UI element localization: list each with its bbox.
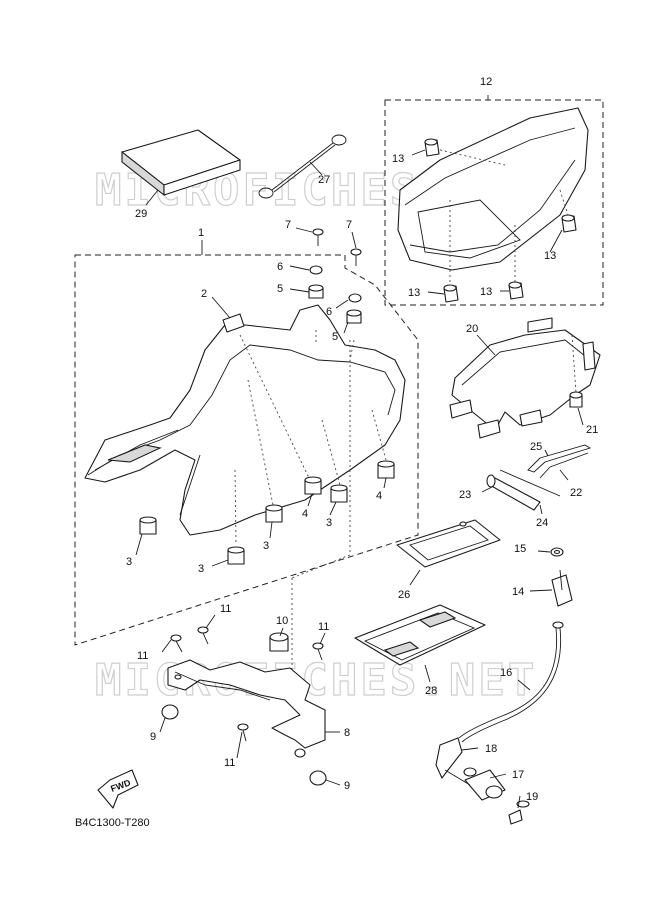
main-seat-part: [84, 296, 406, 546]
callout-4b: 4: [376, 490, 382, 502]
callout-13d: 13: [480, 286, 492, 298]
seat-lock-cable-part: [458, 621, 564, 743]
seat-group-box: [74, 254, 419, 646]
seat-bracket-parts: [159, 614, 341, 786]
callout-2: 2: [201, 288, 207, 300]
forward-arrow-icon: FWD: [97, 769, 139, 809]
callout-9b: 9: [344, 780, 350, 792]
callout-1: 1: [198, 227, 204, 239]
callout-13a: 13: [392, 153, 404, 165]
callout-25: 25: [530, 441, 542, 453]
document-bag-part: [354, 604, 486, 683]
callout-11c: 11: [318, 621, 329, 633]
callout-26: 26: [398, 589, 410, 601]
tool-kit-parts: [481, 444, 592, 515]
callout-13b: 13: [544, 250, 556, 262]
callout-9a: 9: [150, 731, 156, 743]
seat-cowl-part: [397, 95, 589, 285]
helmet-cable-part: [258, 134, 347, 199]
callout-11b: 11: [220, 603, 231, 615]
callout-23: 23: [459, 489, 471, 501]
watermark-bottom: MICROFICHES.NET: [95, 655, 537, 706]
callout-3b: 3: [198, 563, 204, 575]
seat-lock-parts: [435, 737, 530, 825]
cover-group-box: [384, 99, 604, 306]
callout-28: 28: [425, 685, 437, 697]
tool-pad-part: [396, 519, 501, 586]
callout-17: 17: [512, 769, 524, 781]
callout-19: 19: [526, 791, 538, 803]
callout-20: 20: [466, 323, 478, 335]
callout-3c: 3: [263, 540, 269, 552]
callout-18: 18: [485, 743, 497, 755]
callout-6b: 6: [326, 306, 332, 318]
callout-14: 14: [512, 586, 524, 598]
callout-10: 10: [276, 615, 288, 627]
callout-12: 12: [480, 76, 492, 88]
callout-11a: 11: [137, 650, 148, 662]
callout-15: 15: [514, 543, 526, 555]
callout-4a: 4: [302, 508, 308, 520]
callout-5b: 5: [332, 331, 338, 343]
callout-29: 29: [135, 208, 147, 220]
callout-3a: 3: [126, 556, 132, 568]
callout-8: 8: [344, 727, 350, 739]
callout-11d: 11: [224, 757, 235, 769]
callout-3d: 3: [326, 517, 332, 529]
seat-lock-hook-parts: [529, 547, 573, 607]
owners-manual-part: [121, 129, 241, 206]
callout-5a: 5: [277, 283, 283, 295]
callout-7a: 7: [285, 219, 291, 231]
callout-27: 27: [318, 174, 330, 186]
dot-guide-b: [291, 554, 351, 579]
callout-labels: 1 2 3 3 3 3 4 4 5 5 6 6 7 7 8 9 9 10 11 …: [126, 76, 598, 803]
callout-13c: 13: [408, 287, 420, 299]
storage-tray-part: [449, 317, 601, 439]
callout-16: 16: [500, 667, 512, 679]
diagram-code: B4C1300-T280: [75, 817, 150, 829]
seat-bolt-parts: [289, 227, 362, 334]
callout-7b: 7: [346, 219, 352, 231]
seat-damper-parts: [135, 460, 395, 567]
callout-6a: 6: [277, 261, 283, 273]
callout-21: 21: [586, 424, 598, 436]
callout-22: 22: [570, 487, 582, 499]
callout-24: 24: [536, 517, 548, 529]
cowl-damper-parts: [411, 138, 577, 303]
